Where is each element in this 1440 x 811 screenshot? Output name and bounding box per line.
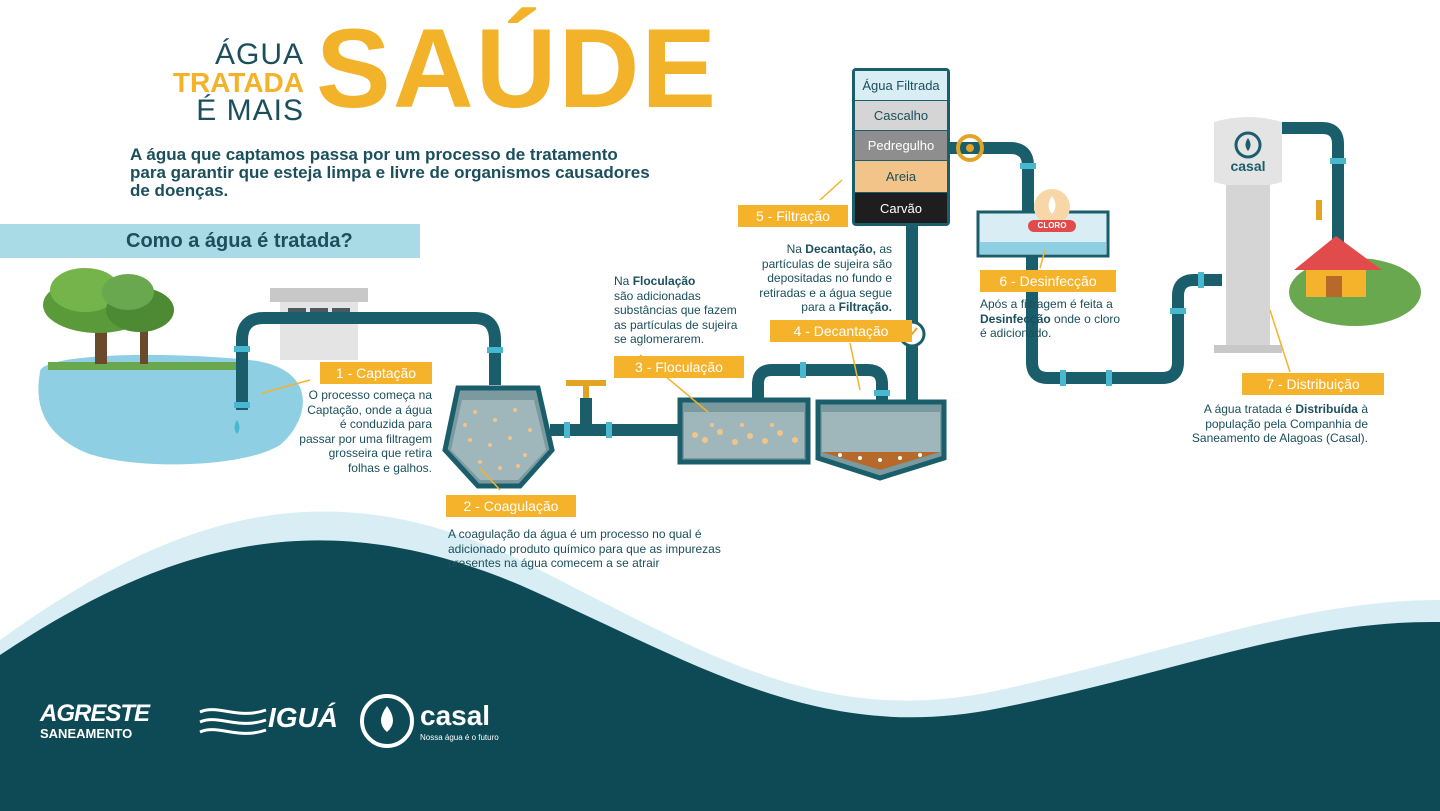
agreste-logo-text: AGRESTE [40,700,150,727]
igua-logo-text: IGUÁ [268,702,338,733]
title-line-3: É MAIS [196,94,304,127]
section-banner: Como a água é tratada? [0,224,420,258]
filter-layer-agua-filtrada: Água Filtrada [862,78,940,93]
title-line-2: TRATADA [172,67,304,98]
filter-layer-areia: Areia [885,169,917,184]
casal-tagline: Nossa água é o futuro [420,733,499,742]
step-6-description: Após a filtragem é feita a Desinfecção o… [980,297,1121,340]
filter-layer-pedregulho: Pedregulho [867,138,935,153]
casal-drop-icon [360,694,414,748]
step-4-label: 4 - Decantação [770,320,912,342]
intro-text: A água que captamos passa por um process… [130,145,650,200]
title-saude: SAÚDE [316,6,719,131]
step-3-label: 3 - Floculação [614,356,744,378]
cloro-badge: CLORO [1037,221,1067,230]
step-2-description: A coagulação da água é um processo no qu… [448,527,721,570]
filter-layer-cascalho: Cascalho [873,108,929,123]
step-7-description: A água tratada é Distribuída à população… [1191,402,1368,445]
tower-brand: casal [1230,158,1266,174]
agreste-logo-subtext: SANEAMENTO [40,726,133,741]
filter-column: Água Filtrada Cascalho Pedregulho Areia … [855,71,947,223]
step-2-label: 2 - Coagulação [446,495,576,517]
step-1-label: 1 - Captação [320,362,432,384]
step-6-label: 6 - Desinfecção [980,270,1116,292]
igua-waves-icon [199,708,267,735]
casal-logo-text: casal [420,700,491,731]
section-title: Como a água é tratada? [126,230,353,252]
step-5-label: 5 - Filtração [738,205,848,227]
agreste-logo: AGRESTE SANEAMENTO [40,700,190,741]
title-line-1: ÁGUA [214,38,304,71]
step-4-description: Na Decantação, as partículas de sujeira … [759,242,892,314]
filter-layer-carvao: Carvão [880,201,922,216]
step-7-label: 7 - Distribuição [1242,373,1384,395]
